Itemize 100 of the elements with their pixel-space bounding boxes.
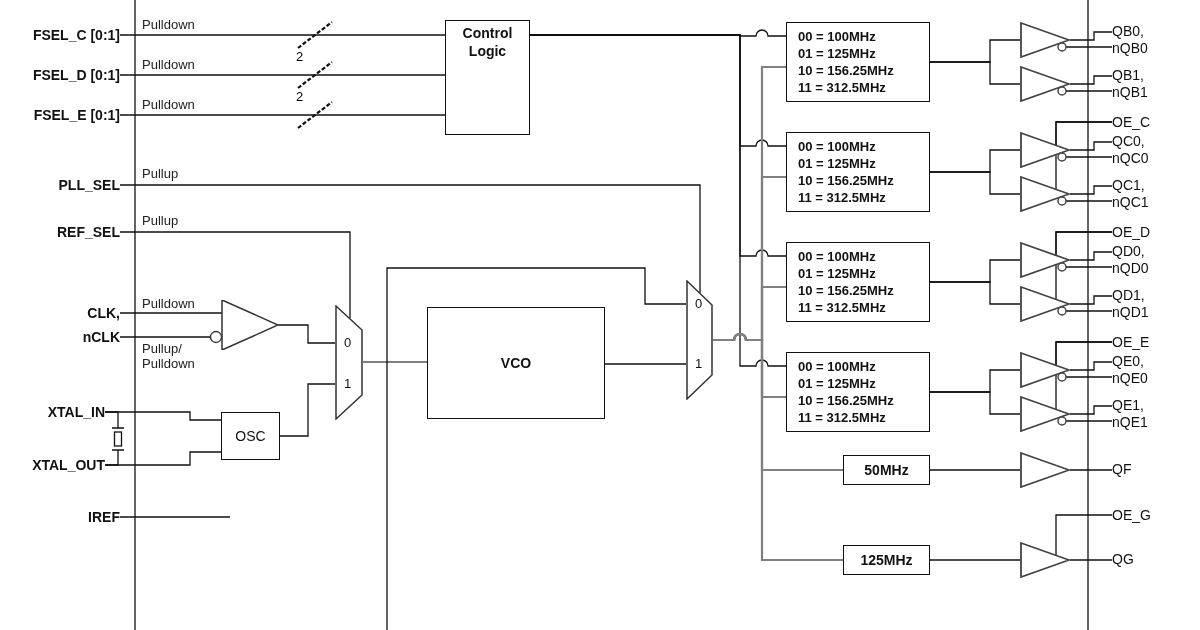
- wire: [1065, 31, 1113, 48]
- frequency-setting: 10 = 156.25MHz: [798, 392, 895, 409]
- multiplexer-symbol: [686, 280, 713, 400]
- wire: [104, 451, 222, 466]
- differential-buffer-symbol: [1020, 352, 1070, 388]
- pin-label: REF_SEL: [10, 223, 120, 241]
- differential-buffer-symbol: [1020, 396, 1070, 432]
- output-pin-label: QD1, nQD1: [1112, 287, 1160, 321]
- differential-buffer-symbol: [1020, 286, 1070, 322]
- wire: [604, 363, 687, 365]
- pin-label: PLL_SEL: [10, 176, 120, 194]
- wire: [1065, 405, 1113, 422]
- crystal-symbol: [112, 425, 124, 453]
- mux-input-label: 1: [695, 357, 703, 371]
- pin-label: IREF: [10, 508, 120, 526]
- pin-label: OE_E: [1112, 334, 1172, 350]
- output-pin-label: QC0, nQC0: [1112, 133, 1160, 167]
- pin-label: OE_D: [1112, 224, 1172, 240]
- pin-label: CLK,: [10, 304, 120, 322]
- wire: [929, 391, 1021, 415]
- differential-buffer-symbol: [1020, 22, 1070, 58]
- wire: [1065, 295, 1113, 312]
- output-pin-label: QE1, nQE1: [1112, 397, 1160, 431]
- wire: [119, 336, 211, 338]
- wire: [929, 469, 1021, 471]
- wire: [119, 114, 446, 116]
- pull-resistor-note: Pulldown: [142, 296, 196, 311]
- pin-label: QG: [1112, 551, 1172, 569]
- wire: [1065, 185, 1113, 202]
- pull-resistor-note: Pullup: [142, 166, 180, 181]
- frequency-setting: 01 = 125MHz: [798, 155, 877, 172]
- frequency-setting: 11 = 312.5MHz: [798, 299, 887, 316]
- differential-buffer-symbol: [1020, 132, 1070, 168]
- wire: [119, 312, 223, 314]
- pull-resistor-note: Pulldown: [142, 97, 196, 112]
- differential-buffer-symbol: [1020, 66, 1070, 102]
- bus-width-label: 2: [296, 49, 304, 64]
- wire: [279, 383, 336, 437]
- pin-label: FSEL_C [0:1]: [10, 26, 120, 44]
- frequency-setting: 10 = 156.25MHz: [798, 172, 895, 189]
- wire: [929, 281, 1021, 305]
- wire: [1065, 361, 1113, 378]
- function-block: OSC: [221, 412, 280, 460]
- bus-width-label: 2: [296, 89, 304, 104]
- frequency-setting: 11 = 312.5MHz: [798, 79, 887, 96]
- frequency-setting: 01 = 125MHz: [798, 45, 877, 62]
- output-pin-label: QE0, nQE0: [1112, 353, 1160, 387]
- wire: [119, 516, 231, 518]
- differential-buffer-symbol: [1020, 242, 1070, 278]
- frequency-setting: 01 = 125MHz: [798, 265, 877, 282]
- frequency-setting: 00 = 100MHz: [798, 358, 877, 375]
- wire: [119, 74, 446, 76]
- buffer-symbol: [1020, 452, 1070, 488]
- pull-resistor-note: Pullup/ Pulldown: [142, 341, 196, 371]
- wire: [929, 559, 1021, 561]
- frequency-setting: 00 = 100MHz: [798, 28, 877, 45]
- pin-label: OE_G: [1112, 507, 1172, 523]
- differential-buffer-symbol: [1020, 176, 1070, 212]
- frequency-setting: 11 = 312.5MHz: [798, 409, 887, 426]
- buffer-symbol: [1020, 542, 1070, 578]
- pin-label: OE_C: [1112, 114, 1172, 130]
- pin-label: FSEL_E [0:1]: [10, 106, 120, 124]
- frequency-setting: 01 = 125MHz: [798, 375, 877, 392]
- pin-label: QF: [1112, 461, 1172, 479]
- wire: [1065, 251, 1113, 268]
- input-buffer-symbol: [210, 300, 278, 350]
- mux-input-label: 1: [344, 377, 352, 391]
- pin-label: nCLK: [10, 328, 120, 346]
- mux-input-label: 0: [695, 297, 703, 311]
- frequency-setting: 10 = 156.25MHz: [798, 282, 895, 299]
- frequency-setting: 00 = 100MHz: [798, 138, 877, 155]
- pin-label: FSEL_D [0:1]: [10, 66, 120, 84]
- wire: [119, 231, 351, 319]
- pin-label: XTAL_IN: [10, 403, 105, 421]
- pull-resistor-note: Pullup: [142, 213, 180, 228]
- wire: [363, 360, 427, 364]
- function-block: 125MHz: [843, 545, 930, 575]
- wire: [1055, 231, 1113, 300]
- mux-input-label: 0: [344, 336, 352, 350]
- pin-label: XTAL_OUT: [10, 456, 105, 474]
- frequency-setting: 10 = 156.25MHz: [798, 62, 895, 79]
- pull-resistor-note: Pulldown: [142, 17, 196, 32]
- wire: [386, 267, 687, 630]
- frequency-setting: 11 = 312.5MHz: [798, 189, 887, 206]
- output-pin-label: QD0, nQD0: [1112, 243, 1160, 277]
- wire: [1069, 559, 1113, 561]
- wire: [277, 324, 336, 344]
- frequency-setting: 00 = 100MHz: [798, 248, 877, 265]
- function-block: VCO: [427, 307, 605, 419]
- control-logic-block: Control Logic: [445, 20, 530, 135]
- wire: [119, 34, 446, 36]
- wire: [1069, 469, 1113, 471]
- output-pin-label: QB0, nQB0: [1112, 23, 1160, 57]
- wire: [1055, 514, 1113, 556]
- wire: [713, 332, 843, 562]
- wire: [929, 61, 1021, 85]
- output-pin-label: QC1, nQC1: [1112, 177, 1160, 211]
- wire: [119, 184, 701, 294]
- wire: [104, 411, 222, 421]
- wire: [1065, 75, 1113, 92]
